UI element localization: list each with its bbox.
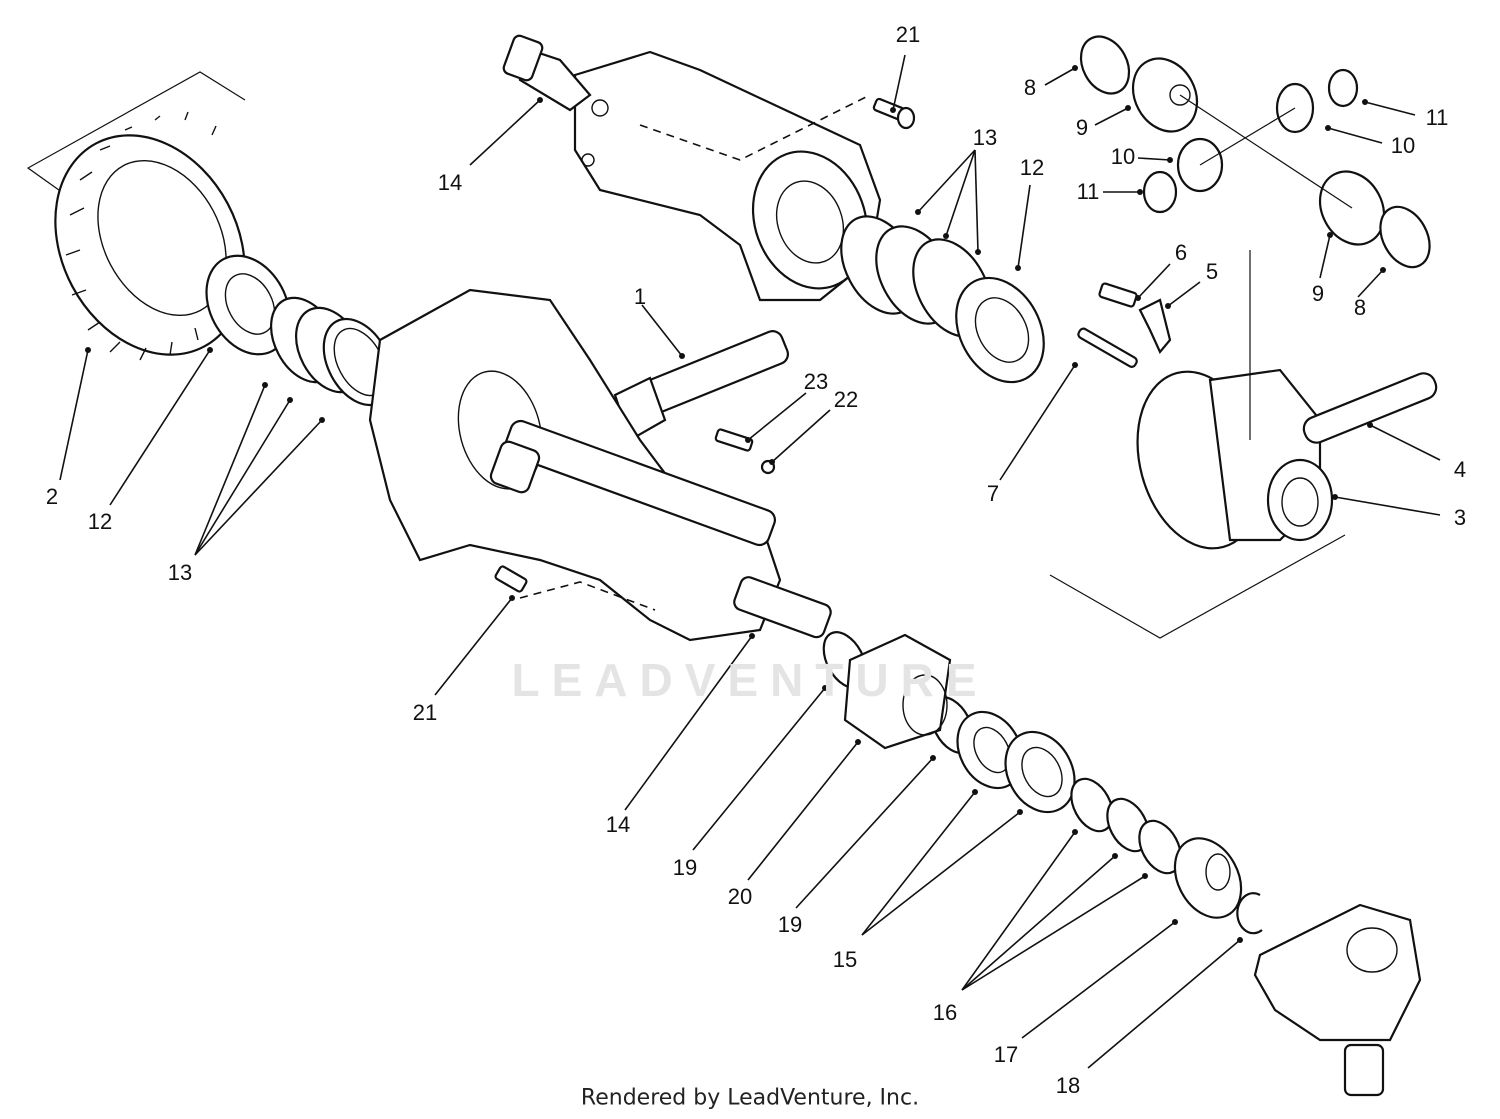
callout-23: 23 [803, 369, 829, 394]
bolt-upper-dash [639, 94, 871, 161]
callout-20: 20 [727, 884, 753, 909]
callout-18: 18 [1055, 1073, 1081, 1098]
axle-housing-lower [368, 288, 832, 642]
callout-10-right: 10 [1390, 133, 1416, 158]
callout-3: 3 [1453, 505, 1467, 530]
callout-10-left: 10 [1110, 144, 1136, 169]
axle-housing-upper [502, 34, 882, 302]
bolt-23 [714, 428, 754, 452]
callout-22: 22 [833, 387, 859, 412]
bolt-lower-dash [519, 581, 656, 611]
callout-14-upper: 14 [437, 170, 463, 195]
callout-2: 2 [45, 484, 59, 509]
callout-12-right: 12 [1019, 155, 1045, 180]
callout-13-left: 13 [167, 560, 193, 585]
bolt-upper [872, 97, 916, 130]
callout-19-left: 19 [672, 855, 698, 880]
callout-8-upper: 8 [1023, 75, 1037, 100]
differential-case [1136, 250, 1334, 550]
callout-6: 6 [1174, 240, 1188, 265]
callout-14-lower: 14 [605, 812, 631, 837]
callout-21-upper: 21 [895, 22, 921, 47]
callout-12-left: 12 [87, 509, 113, 534]
retaining-clip-18 [1236, 892, 1263, 935]
shim-set-16 [1070, 777, 1182, 875]
ring-gear [54, 111, 246, 361]
bevel-gear-17 [1173, 837, 1243, 919]
callout-15: 15 [832, 947, 858, 972]
bearing-left [205, 254, 291, 356]
bearing-right [955, 276, 1045, 384]
bolt-6 [1098, 282, 1138, 308]
callout-16: 16 [932, 1000, 958, 1025]
pin-7 [1077, 327, 1138, 368]
bearing-housing-20 [843, 633, 952, 750]
bolt-lower [494, 565, 528, 593]
callout-17: 17 [993, 1042, 1019, 1067]
callout-9-lower: 9 [1311, 281, 1325, 306]
callout-7: 7 [986, 481, 1000, 506]
callout-11-right: 11 [1425, 105, 1449, 130]
pinion-shaft-1 [613, 330, 789, 442]
callout-1: 1 [633, 284, 647, 309]
group-bracket-left [26, 71, 246, 206]
callout-8-lower: 8 [1353, 295, 1367, 320]
gear-case-cover [1253, 903, 1422, 1097]
leader-lines [59, 54, 1441, 1069]
group-bracket-right [1049, 534, 1346, 639]
callout-19-right: 19 [777, 912, 803, 937]
cross-shaft-4 [1302, 372, 1438, 444]
callout-11-left: 11 [1076, 179, 1100, 204]
footer-credit: Rendered by LeadVenture, Inc. [580, 1085, 920, 1111]
differential-internals [1079, 35, 1431, 269]
callout-21-lower: 21 [412, 700, 438, 725]
callout-9-upper: 9 [1075, 115, 1089, 140]
callout-4: 4 [1453, 457, 1467, 482]
lock-plate-5 [1138, 298, 1172, 355]
callout-13-right: 13 [972, 125, 998, 150]
callout-5: 5 [1205, 259, 1219, 284]
bearing-pair-15 [956, 710, 1076, 814]
